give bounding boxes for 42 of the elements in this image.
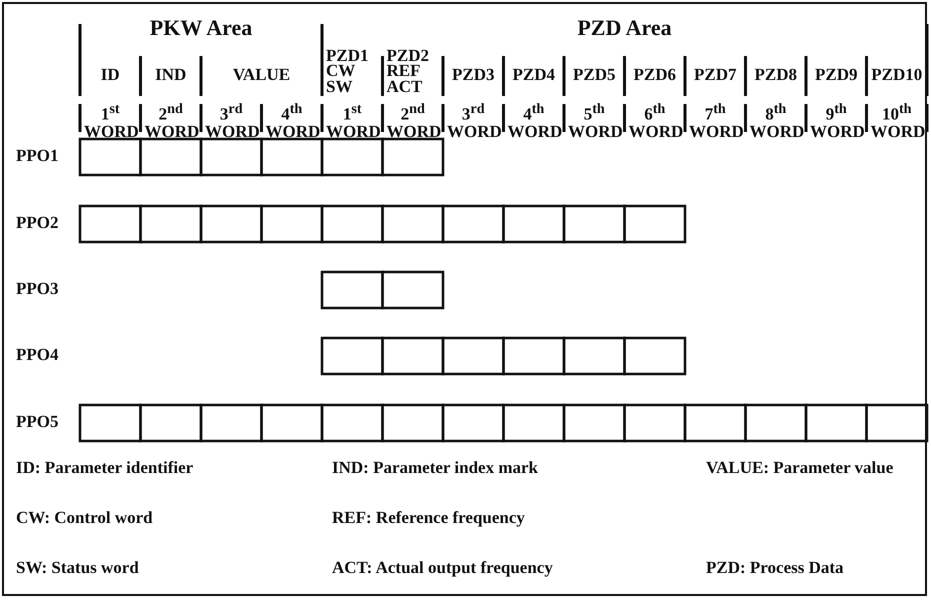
word-label: 3$^{rd}$ WORD bbox=[447, 102, 500, 140]
field-heading: PZD5 bbox=[572, 66, 616, 84]
word-label: 7$^{th}$ WORD bbox=[689, 102, 742, 140]
row-label: PPO1 bbox=[16, 147, 58, 165]
field-heading: PZD7 bbox=[693, 66, 738, 84]
word-label: 3$^{rd}$ WORD bbox=[205, 102, 258, 140]
word-label: 2$^{nd}$ WORD bbox=[386, 102, 439, 140]
abbreviation-note: IND: Parameter index mark bbox=[332, 459, 538, 477]
field-heading: PZD6 bbox=[632, 66, 677, 84]
abbreviation-note: VALUE: Parameter value bbox=[706, 459, 894, 477]
abbreviation-note: SW: Status word bbox=[16, 559, 139, 577]
word-label: 8$^{th}$ WORD bbox=[750, 102, 802, 140]
word-label: 6$^{th}$ WORD bbox=[628, 102, 681, 140]
field-heading: PZD2 REF ACT bbox=[386, 48, 430, 94]
field-heading: IND bbox=[154, 66, 188, 84]
row-label: PPO4 bbox=[16, 346, 58, 364]
field-heading: PZD4 bbox=[512, 66, 556, 84]
word-label: 2$^{nd}$ WORD bbox=[144, 102, 197, 140]
abbreviation-note: PZD: Process Data bbox=[706, 559, 844, 577]
row-label: PPO2 bbox=[16, 214, 58, 232]
abbreviation-note: CW: Control word bbox=[16, 509, 153, 527]
row-label: PPO5 bbox=[16, 413, 58, 431]
word-label: 5$^{th}$ WORD bbox=[568, 102, 620, 140]
field-heading: PZD8 bbox=[754, 66, 798, 84]
word-label: 10$^{th}$ WORD bbox=[870, 102, 923, 140]
word-label: 1$^{st}$ WORD bbox=[84, 102, 136, 140]
field-heading: PZD9 bbox=[814, 66, 858, 84]
word-label: 4$^{th}$ WORD bbox=[266, 102, 318, 140]
abbreviation-note: ACT: Actual output frequency bbox=[332, 559, 553, 577]
field-heading: PZD3 bbox=[451, 66, 496, 84]
word-label: 9$^{th}$ WORD bbox=[810, 102, 862, 140]
field-heading: VALUE bbox=[232, 66, 292, 84]
area-heading: PZD Area bbox=[576, 16, 673, 40]
abbreviation-note: REF: Reference frequency bbox=[332, 509, 525, 527]
field-heading: ID bbox=[100, 66, 121, 84]
word-label: 4$^{th}$ WORD bbox=[508, 102, 560, 140]
row-label: PPO3 bbox=[16, 280, 58, 298]
field-heading: PZD10 bbox=[870, 66, 924, 84]
field-heading: PZD1 CW SW bbox=[326, 48, 370, 94]
area-heading: PKW Area bbox=[148, 16, 254, 40]
abbreviation-note: ID: Parameter identifier bbox=[16, 459, 194, 477]
word-label: 1$^{st}$ WORD bbox=[326, 102, 378, 140]
